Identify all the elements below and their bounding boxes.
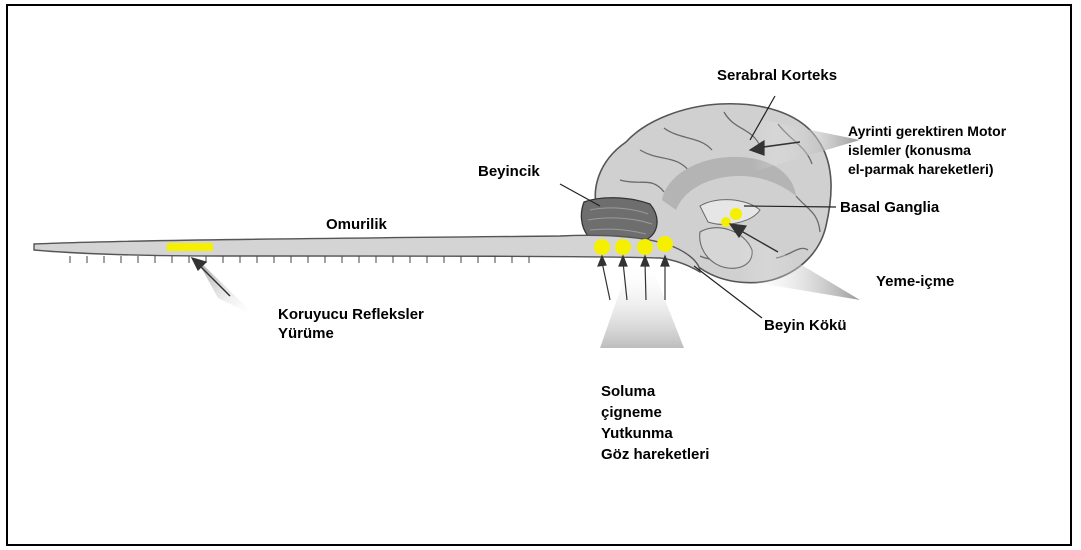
label-brainstem-function: Göz hareketleri — [601, 444, 709, 465]
ganglia-highlight — [730, 208, 742, 220]
label-serabral-korteks: Serabral Korteks — [717, 66, 837, 85]
brainstem-nucleus — [594, 239, 610, 255]
label-brainstem-function: Soluma — [601, 381, 709, 402]
label-motor-detail-line: Ayrinti gerektiren Motor — [848, 122, 1006, 141]
label-omurilik: Omurilik — [326, 215, 387, 234]
label-yeme-icme: Yeme-içme — [876, 272, 954, 291]
ganglia-highlight — [721, 217, 731, 227]
brainstem-nucleus — [615, 239, 631, 255]
label-koruyucu-line: Koruyucu Refleksler — [278, 305, 424, 324]
brainstem-nucleus — [657, 236, 673, 252]
label-motor-detail-line: el-parmak hareketleri) — [848, 160, 1006, 179]
nerve-roots — [70, 256, 529, 263]
label-beyin-koku: Beyin Kökü — [764, 316, 847, 335]
label-brainstem-function: Yutkunma — [601, 423, 709, 444]
label-basal-ganglia: Basal Ganglia — [840, 198, 939, 217]
label-koruyucu: Koruyucu Refleksler Yürüme — [278, 305, 424, 343]
label-motor-detail: Ayrinti gerektiren Motor islemler (konus… — [848, 122, 1006, 179]
label-koruyucu-line: Yürüme — [278, 324, 424, 343]
brainstem-nucleus — [637, 239, 653, 255]
label-motor-detail-line: islemler (konusma — [848, 141, 1006, 160]
reflex-highlight — [167, 243, 213, 251]
label-brainstem-functions: Soluma çigneme Yutkunma Göz hareketleri — [601, 381, 709, 465]
label-brainstem-function: çigneme — [601, 402, 709, 423]
label-beyincik: Beyincik — [478, 162, 540, 181]
